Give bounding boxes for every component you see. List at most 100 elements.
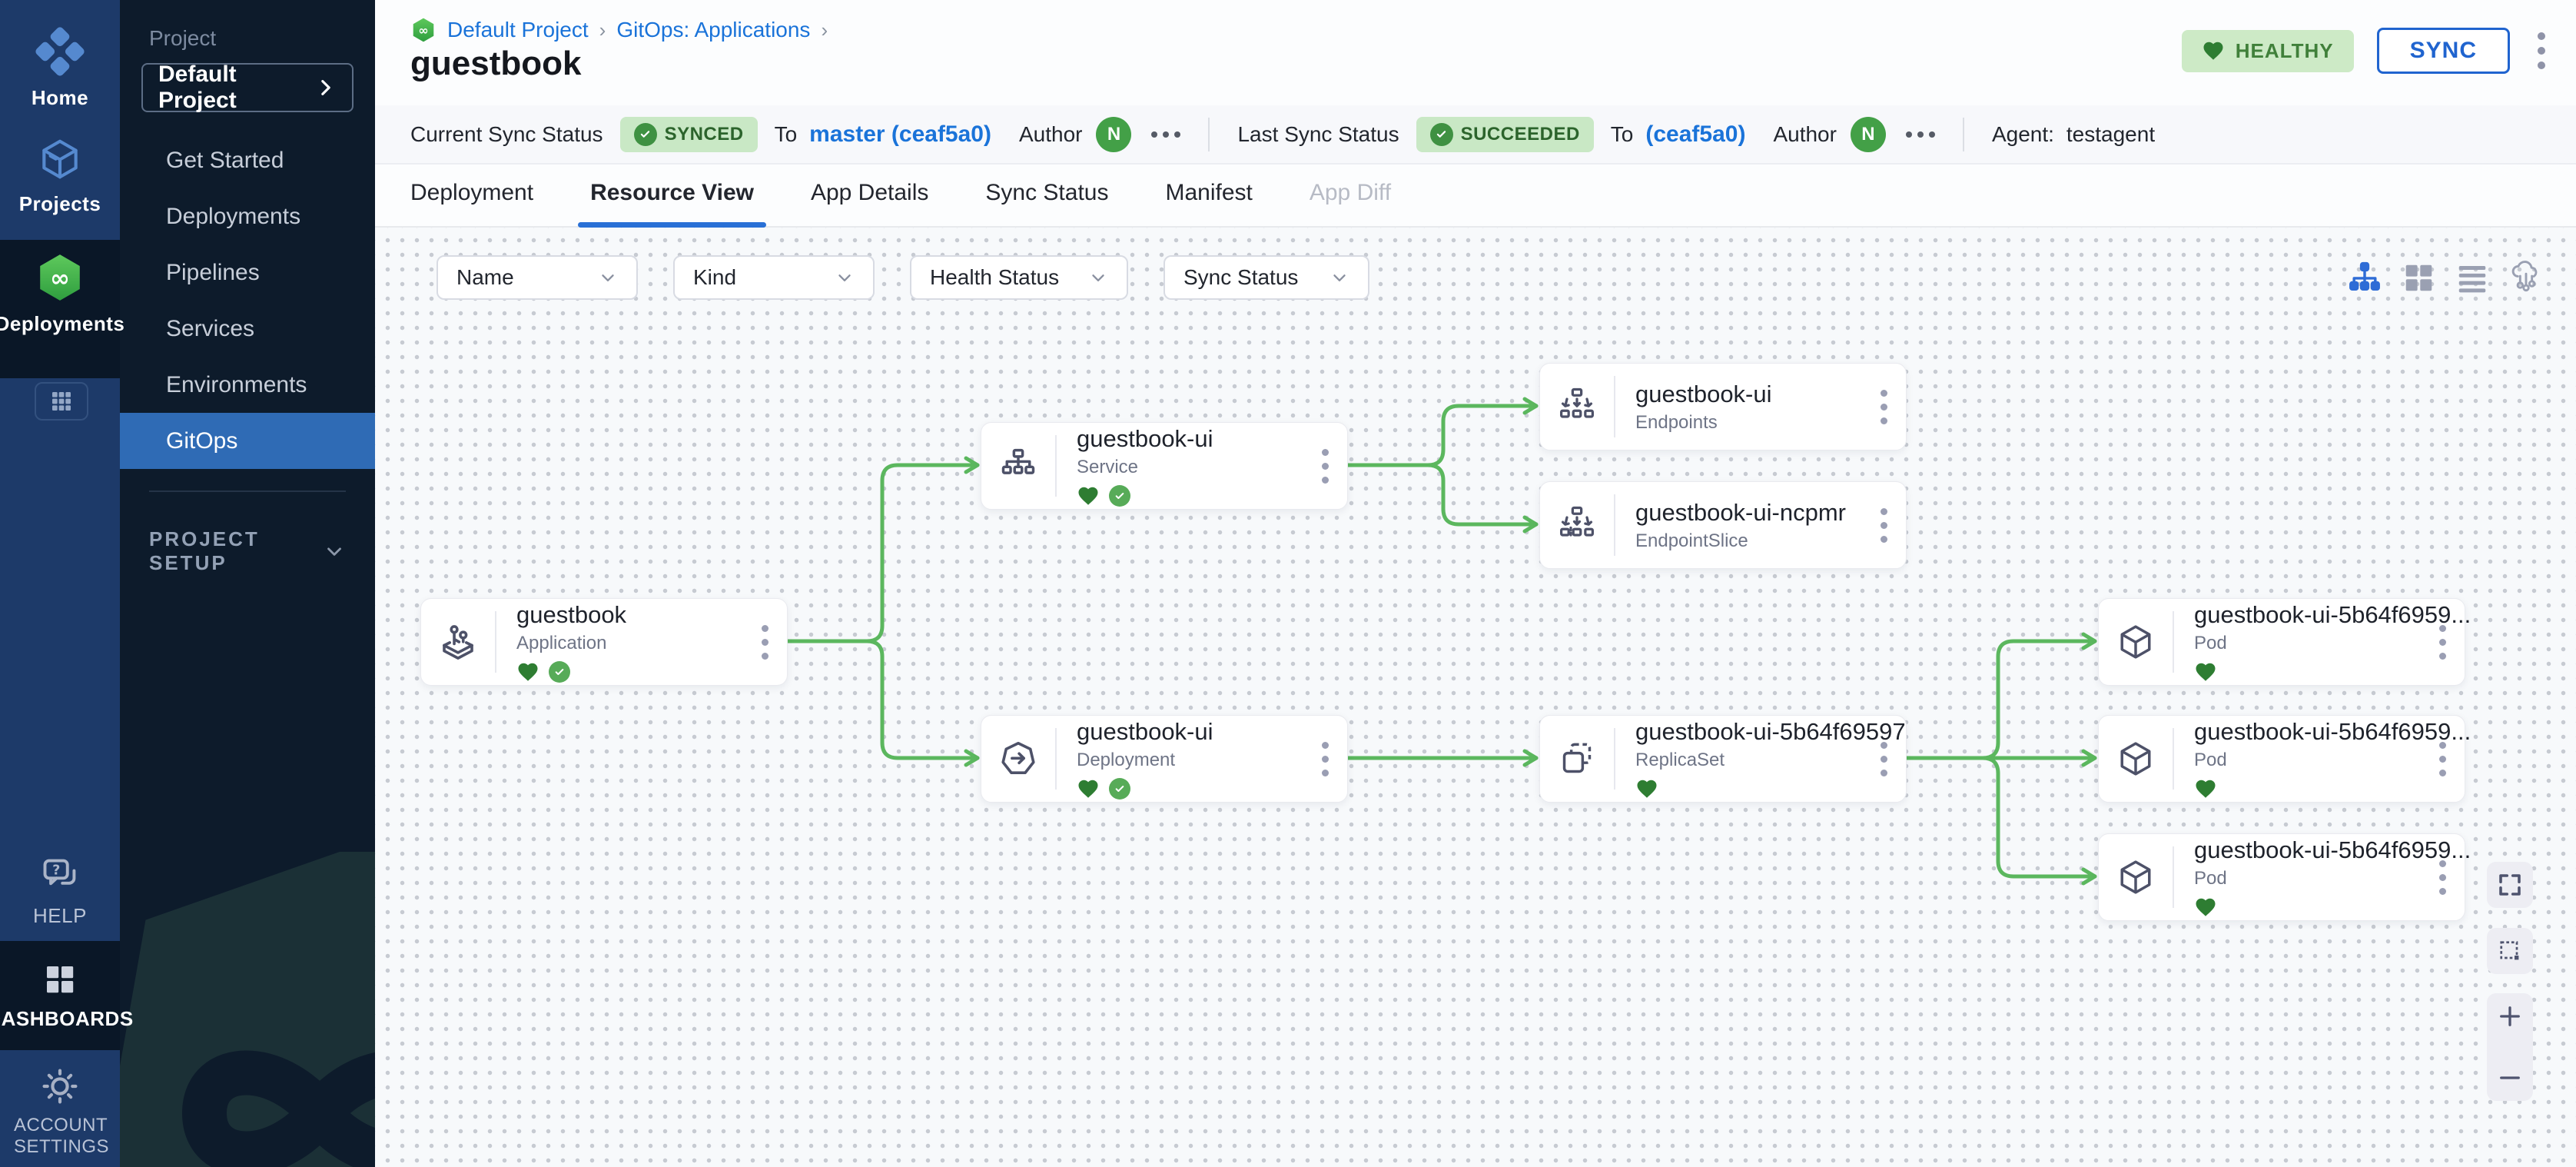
rail-item-help[interactable]: HELP xyxy=(0,855,120,928)
filter-sync-status-dropdown[interactable]: Sync Status xyxy=(1164,255,1369,300)
node-menu-button[interactable] xyxy=(742,599,787,685)
node-menu-button[interactable] xyxy=(2420,834,2465,920)
zoom-in-icon[interactable] xyxy=(2496,1002,2524,1030)
sidebar-item-gitops[interactable]: GitOps xyxy=(120,413,375,469)
resource-node-replicaset[interactable]: guestbook-ui-5b64f69597 ReplicaSet xyxy=(1539,715,1907,803)
sync-button[interactable]: SYNC xyxy=(2376,28,2510,74)
node-menu-button[interactable] xyxy=(1861,482,1906,568)
resource-node-pod[interactable]: guestbook-ui-5b64f6959... Pod xyxy=(2098,715,2471,803)
resource-kind: Pod xyxy=(2194,867,2227,889)
rail-item-label: ACCOUNT SETTINGS xyxy=(14,1115,110,1157)
tab-manifest[interactable]: Manifest xyxy=(1165,180,1253,205)
chevron-down-icon xyxy=(835,268,855,288)
resource-kind: ReplicaSet xyxy=(1635,749,1725,770)
node-menu-button[interactable] xyxy=(1303,423,1347,509)
status-divider xyxy=(1208,117,1210,151)
resource-node-deployment[interactable]: guestbook-ui Deployment xyxy=(981,715,1348,803)
list-view-icon[interactable] xyxy=(2455,260,2490,295)
breadcrumb: Default Project › GitOps: Applications › xyxy=(410,17,828,43)
app-tabs: Deployment Resource View App Details Syn… xyxy=(375,165,2576,228)
node-menu-button[interactable] xyxy=(2420,716,2465,802)
rail-item-deployments[interactable]: Deployments xyxy=(0,252,124,336)
filter-kind-dropdown[interactable]: Kind xyxy=(673,255,875,300)
more-menu-button[interactable] xyxy=(2533,28,2550,74)
current-sync-status-label: Current Sync Status xyxy=(410,121,603,146)
module-picker-button[interactable] xyxy=(35,382,88,421)
grid-view-icon[interactable] xyxy=(2401,260,2436,295)
gitops-hexagon-icon xyxy=(410,17,437,43)
help-chat-icon xyxy=(40,855,80,895)
resource-node-endpoints[interactable]: guestbook-ui Endpoints xyxy=(1539,363,1907,451)
breadcrumb-applications-link[interactable]: GitOps: Applications xyxy=(616,18,811,42)
resource-name: guestbook xyxy=(516,600,627,628)
fit-screen-icon xyxy=(2496,871,2524,899)
filter-health-status-dropdown[interactable]: Health Status xyxy=(910,255,1128,300)
last-sync-target-link[interactable]: (ceaf5a0) xyxy=(1645,121,1746,147)
module-rail: Home Projects Deployments HELP DASHBOARD… xyxy=(0,0,133,1167)
commit-more-button[interactable] xyxy=(1905,131,1935,138)
commit-more-button[interactable] xyxy=(1151,131,1181,138)
check-circle-icon xyxy=(633,122,657,146)
project-setup-label: PROJECT SETUP xyxy=(149,527,260,574)
synced-badge: SYNCED xyxy=(619,116,758,152)
resource-node-endpointslice[interactable]: guestbook-ui-ncpmr EndpointSlice xyxy=(1539,481,1907,569)
sidebar-item-get-started[interactable]: Get Started xyxy=(166,147,284,173)
project-selector-value: Default Project xyxy=(158,62,237,113)
fit-to-screen-button[interactable] xyxy=(2487,862,2533,908)
resource-name: guestbook-ui xyxy=(1077,717,1213,745)
rail-item-label: DASHBOARDS xyxy=(0,1007,134,1030)
node-menu-button[interactable] xyxy=(1861,716,1906,802)
resource-name: guestbook-ui-ncpmr xyxy=(1635,498,1846,526)
tab-sync-status[interactable]: Sync Status xyxy=(985,180,1109,205)
marquee-select-icon xyxy=(2496,937,2524,965)
breadcrumb-project-link[interactable]: Default Project xyxy=(447,18,589,42)
project-section-label: Project xyxy=(149,26,217,50)
last-sync-status-label: Last Sync Status xyxy=(1237,121,1399,146)
project-setup-toggle[interactable]: PROJECT SETUP xyxy=(149,527,346,575)
node-menu-button[interactable] xyxy=(2420,599,2465,685)
marquee-select-button[interactable] xyxy=(2487,928,2533,974)
resource-kind: Pod xyxy=(2194,632,2227,653)
project-selector[interactable]: Default Project xyxy=(141,62,354,113)
node-menu-button[interactable] xyxy=(1303,716,1347,802)
harness-watermark xyxy=(120,852,375,1167)
tab-app-diff[interactable]: App Diff xyxy=(1309,180,1392,205)
rail-item-dashboards[interactable]: DASHBOARDS xyxy=(0,961,133,1031)
healthy-heart-icon xyxy=(1077,484,1100,507)
healthy-heart-icon xyxy=(1077,777,1100,800)
tab-resource-view[interactable]: Resource View xyxy=(578,180,766,228)
tab-app-details[interactable]: App Details xyxy=(810,180,929,205)
gitops-hexagon-icon xyxy=(35,252,85,303)
healthy-heart-icon xyxy=(1635,777,1658,800)
network-view-icon[interactable] xyxy=(2508,260,2544,295)
sidebar-item-services[interactable]: Services xyxy=(166,315,255,341)
rail-item-projects[interactable]: Projects xyxy=(0,135,120,216)
resource-node-service[interactable]: guestbook-ui Service xyxy=(981,422,1348,510)
sidebar-item-pipelines[interactable]: Pipelines xyxy=(166,259,260,285)
resource-node-pod[interactable]: guestbook-ui-5b64f6959... Pod xyxy=(2098,598,2471,686)
page-title: guestbook xyxy=(410,45,582,82)
resource-kind: Deployment xyxy=(1077,749,1176,770)
tab-deployment[interactable]: Deployment xyxy=(410,180,534,205)
service-icon xyxy=(981,423,1055,509)
author-avatar: N xyxy=(1096,116,1132,152)
main-content: Default Project › GitOps: Applications ›… xyxy=(375,0,2576,1167)
healthy-heart-icon xyxy=(2194,660,2217,683)
succeeded-badge: SUCCEEDED xyxy=(1416,116,1594,152)
rail-item-home[interactable]: Home xyxy=(0,26,120,110)
deployment-icon xyxy=(981,716,1055,802)
sidebar-item-deployments[interactable]: Deployments xyxy=(166,203,301,229)
sidebar-item-environments[interactable]: Environments xyxy=(166,371,307,397)
current-sync-target-link[interactable]: master (ceaf5a0) xyxy=(809,121,991,147)
resource-node-application[interactable]: guestbook Application xyxy=(420,598,788,686)
resource-node-pod[interactable]: guestbook-ui-5b64f6959... Pod xyxy=(2098,833,2471,921)
page-header: Default Project › GitOps: Applications ›… xyxy=(375,0,2576,107)
zoom-out-icon[interactable] xyxy=(2496,1064,2524,1092)
node-menu-button[interactable] xyxy=(1861,364,1906,450)
to-label: To xyxy=(774,121,798,146)
filter-name-dropdown[interactable]: Name xyxy=(437,255,638,300)
rail-item-account-settings[interactable]: ACCOUNT SETTINGS xyxy=(0,1067,120,1158)
resource-tree-canvas[interactable]: Name Kind Health Status Sync Status xyxy=(375,228,2576,1167)
agent-label: Agent: xyxy=(1991,121,2054,146)
tree-view-icon[interactable] xyxy=(2347,260,2382,295)
